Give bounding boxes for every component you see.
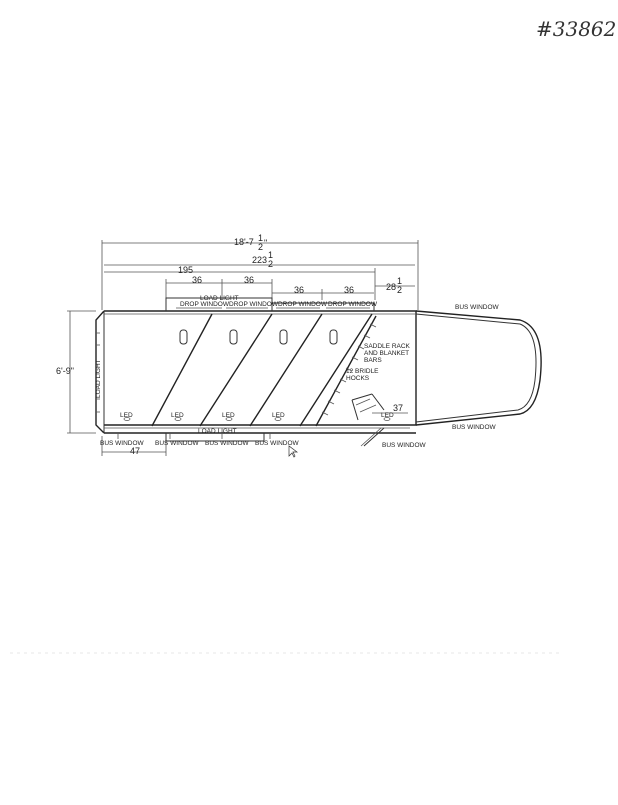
label-bus-window-gooseneck-top: BUS WINDOW: [455, 304, 500, 311]
overall-length-fraction-num: 1: [258, 233, 263, 243]
trailer-body: [95, 297, 542, 458]
label-drop-window-3: DROP WINDOW: [278, 301, 328, 308]
label-bridle-hooks-2: HOCKS: [346, 375, 370, 382]
label-load-light-rear: LOAD LIGHT: [95, 359, 102, 398]
stall-4-width: 36: [344, 285, 354, 295]
label-bus-window-4: BUS WINDOW: [255, 440, 300, 447]
stall-1-width: 36: [192, 275, 202, 285]
gooseneck-offset-fraction-num: 1: [397, 276, 402, 286]
label-bus-window-tack: BUS WINDOW: [382, 442, 427, 449]
label-and-blanket: AND BLANKET: [364, 350, 409, 357]
label-drop-window-1: DROP WINDOW: [180, 301, 230, 308]
overall-length-inch-mark: ": [264, 238, 267, 248]
label-bus-window-2: BUS WINDOW: [155, 440, 200, 447]
label-led-5: LED: [381, 412, 394, 419]
label-led-3: LED: [222, 412, 235, 419]
label-drop-window-4: DROP WINDOW: [328, 301, 378, 308]
stall-3-width: 36: [294, 285, 304, 295]
overall-length-label: 18'-7: [234, 237, 254, 247]
stall-section-length: 195: [178, 265, 193, 275]
interior-length-fraction-den: 2: [268, 259, 273, 269]
label-bridle-hooks-1: 12 BRIDLE: [346, 368, 379, 375]
gooseneck-offset-label: 28: [386, 282, 396, 292]
label-bus-window-1: BUS WINDOW: [100, 440, 145, 447]
stall-2-width: 36: [244, 275, 254, 285]
label-load-light-top: LOAD LIGHT: [200, 295, 239, 302]
trailer-width-label: 6'-9": [56, 366, 74, 376]
dimension-lines: [67, 240, 419, 456]
label-bus-window-3: BUS WINDOW: [205, 440, 250, 447]
label-led-2: LED: [171, 412, 184, 419]
overall-length-fraction-den: 2: [258, 242, 263, 252]
label-drop-window-2: DROP WINDOW: [229, 301, 279, 308]
label-led-4: LED: [272, 412, 285, 419]
tack-door-width-label: 37: [393, 403, 403, 413]
interior-length-fraction-num: 1: [268, 250, 273, 260]
gooseneck-offset-fraction-den: 2: [397, 285, 402, 295]
label-bus-window-gooseneck-bottom: BUS WINDOW: [452, 424, 497, 431]
label-saddle-rack: SADDLE RACK: [364, 343, 411, 350]
stock-number: #33862: [536, 17, 616, 41]
label-led-1: LED: [120, 412, 133, 419]
interior-length-label: 223: [252, 255, 267, 265]
label-load-light-bottom: LOAD LIGHT: [198, 428, 237, 435]
label-bars: BARS: [364, 357, 382, 364]
bottom-spacing-label: 47: [130, 446, 140, 456]
